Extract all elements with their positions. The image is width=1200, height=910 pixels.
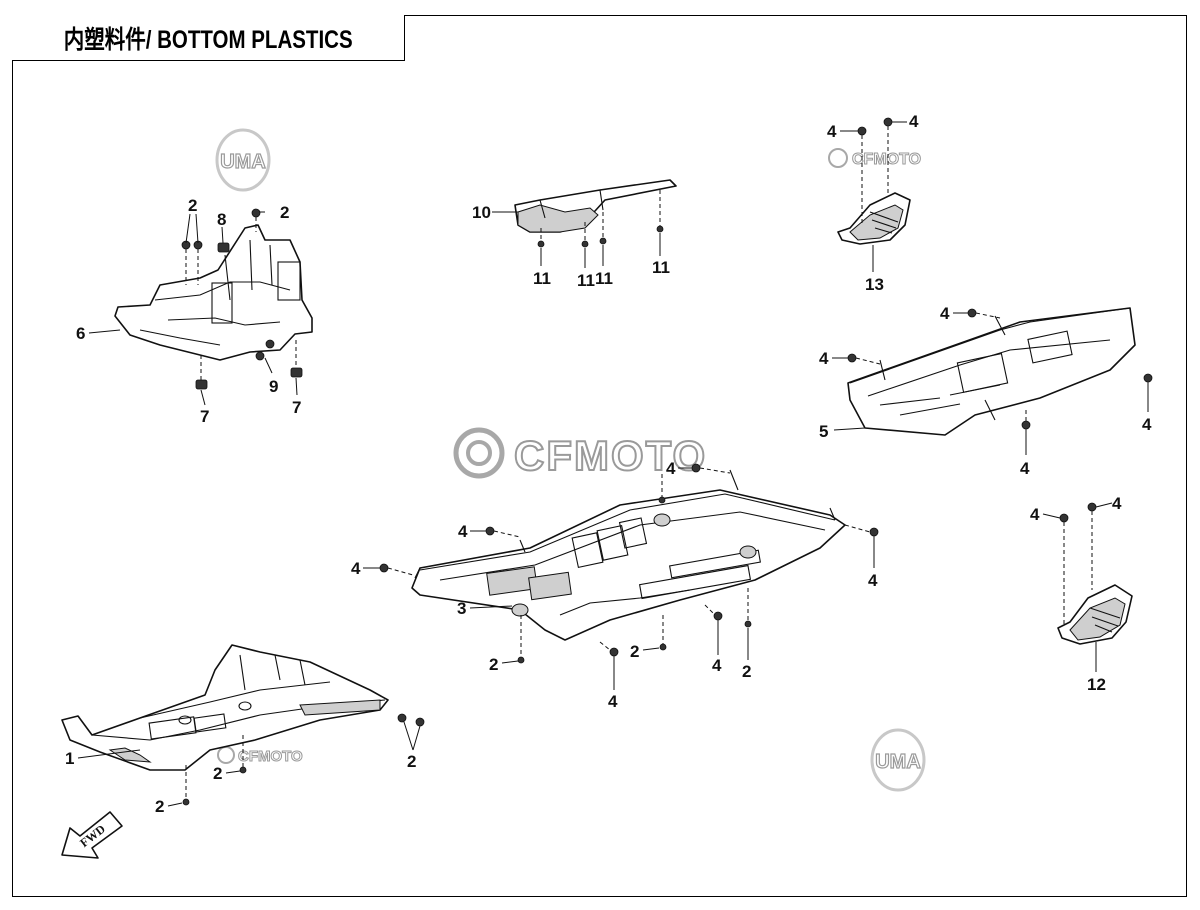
uma-watermark-bottom-right: UMA — [870, 728, 926, 792]
callout-4: 4 — [1020, 459, 1030, 478]
callout-4: 4 — [1142, 415, 1152, 434]
callout-4: 4 — [608, 692, 618, 711]
callout-4: 4 — [666, 459, 676, 478]
callout-2: 2 — [188, 196, 197, 215]
callout-2: 2 — [742, 662, 751, 681]
callout-12: 12 — [1087, 675, 1106, 694]
part-3-center-skid-plate — [411, 469, 846, 641]
cfmoto-watermark-center: CFMOTO — [453, 427, 707, 480]
callout-2: 2 — [280, 203, 289, 222]
callout-11: 11 — [577, 271, 595, 290]
callout-2: 2 — [213, 764, 222, 783]
title-box: 内塑料件/ BOTTOM PLASTICS — [12, 15, 405, 61]
part-10-duct — [514, 179, 677, 233]
callout-10: 10 — [472, 203, 491, 222]
callout-4: 4 — [940, 304, 950, 323]
callout-7: 7 — [292, 398, 301, 417]
callout-9: 9 — [269, 377, 278, 396]
callout-11: 11 — [652, 258, 670, 277]
callout-4: 4 — [827, 122, 837, 141]
cfmoto-watermark-label: CFMOTO — [514, 432, 707, 479]
cfmoto-watermark-bottom-left: CFMOTO — [217, 746, 304, 766]
callout-6: 6 — [76, 324, 85, 343]
callout-11: 11 — [533, 269, 551, 288]
callout-4: 4 — [712, 656, 722, 675]
part-6-upper-bracket — [114, 224, 313, 361]
callout-2: 2 — [407, 752, 416, 771]
fasteners-part-10 — [537, 190, 664, 248]
uma-watermark-top-left: UMA — [215, 128, 271, 192]
callout-7: 7 — [200, 407, 209, 426]
uma-watermark-label: UMA — [875, 751, 921, 773]
leader-lines — [77, 121, 1149, 807]
callout-labels: 6 2 2 8 7 7 9 10 11 11 11 11 4 4 13 4 4 … — [65, 112, 1152, 816]
callout-3: 3 — [457, 599, 466, 618]
part-5-rear-skid-plate — [847, 307, 1136, 436]
callout-4: 4 — [868, 571, 878, 590]
callout-4: 4 — [819, 349, 829, 368]
cfmoto-watermark-label: CFMOTO — [238, 748, 303, 765]
callout-2: 2 — [630, 642, 639, 661]
callout-2: 2 — [489, 655, 498, 674]
callout-2: 2 — [155, 797, 164, 816]
cfmoto-watermark-label: CFMOTO — [852, 151, 921, 168]
fasteners-part-13 — [857, 117, 893, 225]
callout-4: 4 — [909, 112, 919, 131]
part-12-small-guard — [1057, 584, 1133, 645]
callout-1: 1 — [65, 749, 74, 768]
callout-11: 11 — [595, 269, 613, 288]
drawing-frame — [12, 15, 1187, 897]
fasteners-part-3 — [379, 463, 879, 664]
callout-4: 4 — [351, 559, 361, 578]
page-title: 内塑料件/ BOTTOM PLASTICS — [63, 25, 353, 54]
fasteners-part-6 — [181, 208, 303, 390]
uma-watermark-label: UMA — [220, 151, 266, 173]
callout-8: 8 — [217, 210, 226, 229]
cfmoto-watermark-top-right: CFMOTO — [828, 148, 922, 169]
callout-4: 4 — [1030, 505, 1040, 524]
callout-4: 4 — [1112, 494, 1122, 513]
callout-4: 4 — [458, 522, 468, 541]
part-13-small-guard — [837, 192, 911, 245]
fasteners-part-1 — [182, 713, 425, 806]
fwd-arrow-icon: FWD — [61, 811, 123, 859]
part-1-front-skid-plate — [61, 644, 389, 771]
callout-13: 13 — [865, 275, 884, 294]
callout-5: 5 — [819, 422, 828, 441]
